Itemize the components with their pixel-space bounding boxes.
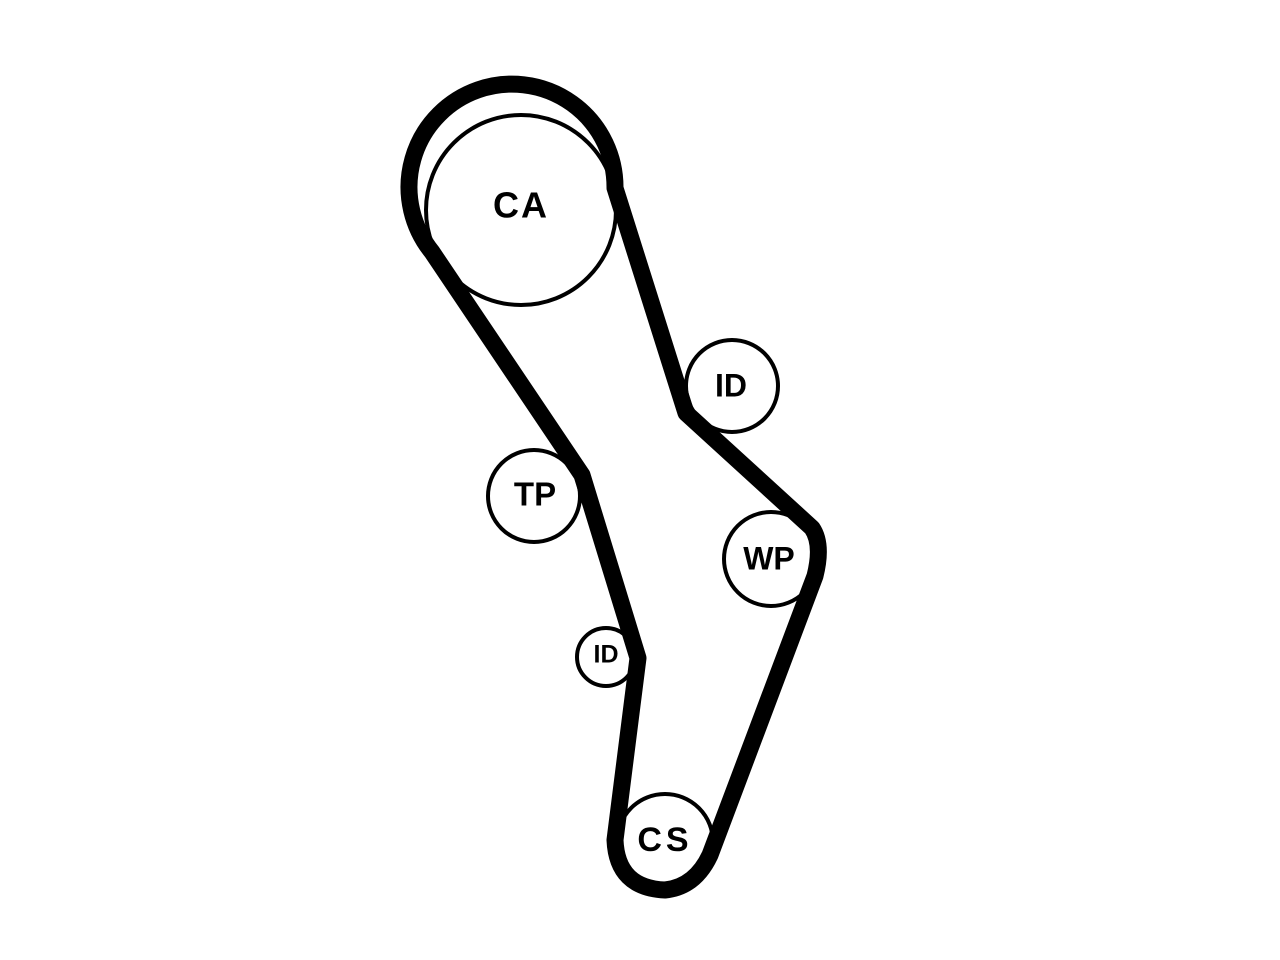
idler-lower-label: ID [594, 641, 619, 669]
water-pump-label: WP [743, 540, 795, 576]
camshaft-label: CA [493, 185, 549, 226]
timing-belt [400, 75, 827, 899]
crankshaft-label: CS [637, 821, 692, 859]
tensioner-label: TP [514, 476, 556, 513]
idler-upper-label: ID [715, 367, 747, 403]
